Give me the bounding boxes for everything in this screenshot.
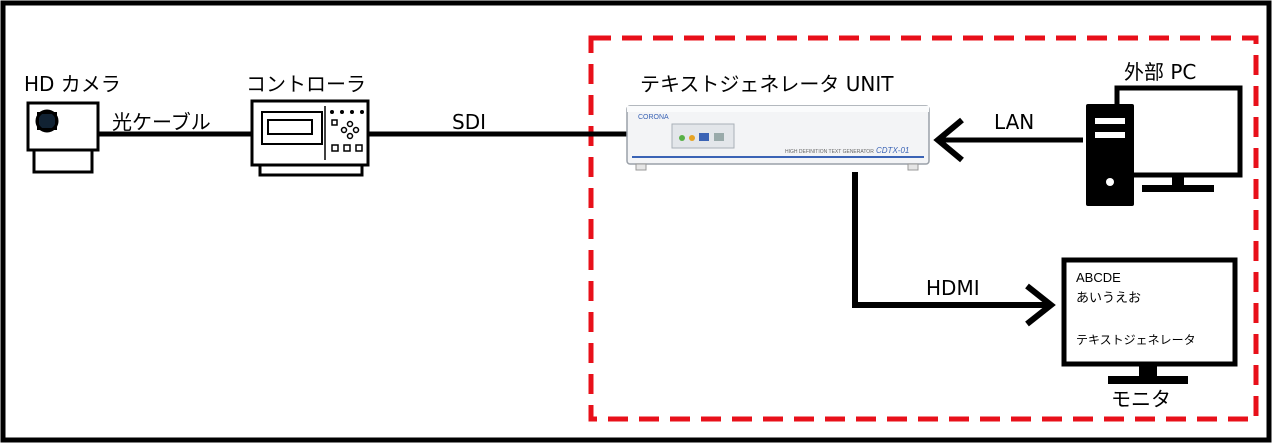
unit-subtitle-text: HIGH DEFINITION TEXT GENERATOR bbox=[785, 149, 874, 155]
unit-boundary bbox=[588, 35, 1259, 422]
unit-brand-text: CORONA bbox=[638, 114, 669, 121]
optical-cable-label: 光ケーブル bbox=[112, 110, 211, 134]
monitor-icon: ABCDE あいうえお テキストジェネレータ bbox=[1061, 257, 1238, 384]
lan-label: LAN bbox=[994, 110, 1035, 134]
hdmi-arrow bbox=[852, 172, 1056, 327]
hdmi-label: HDMI bbox=[926, 276, 980, 300]
monitor-line-2: あいうえお bbox=[1076, 291, 1141, 306]
monitor-line-3: テキストジェネレータ bbox=[1076, 333, 1196, 347]
unit-model-text: CDTX-01 bbox=[876, 146, 909, 155]
pc-label: 外部 PC bbox=[1124, 60, 1197, 84]
monitor-label: モニタ bbox=[1111, 387, 1171, 411]
controller-label: コントローラ bbox=[246, 72, 366, 96]
lan-arrow bbox=[933, 117, 1083, 163]
desktop-pc-icon bbox=[1086, 85, 1243, 206]
unit-label: テキストジェネレータ UNIT bbox=[640, 72, 894, 96]
camera-label: HD カメラ bbox=[24, 72, 121, 96]
text-generator-unit-icon: CORONA HIGH DEFINITION TEXT GENERATOR CD… bbox=[626, 105, 930, 171]
monitor-line-1: ABCDE bbox=[1076, 270, 1121, 285]
camera-icon bbox=[26, 101, 100, 174]
sdi-label: SDI bbox=[452, 110, 486, 134]
controller-icon bbox=[250, 99, 370, 177]
